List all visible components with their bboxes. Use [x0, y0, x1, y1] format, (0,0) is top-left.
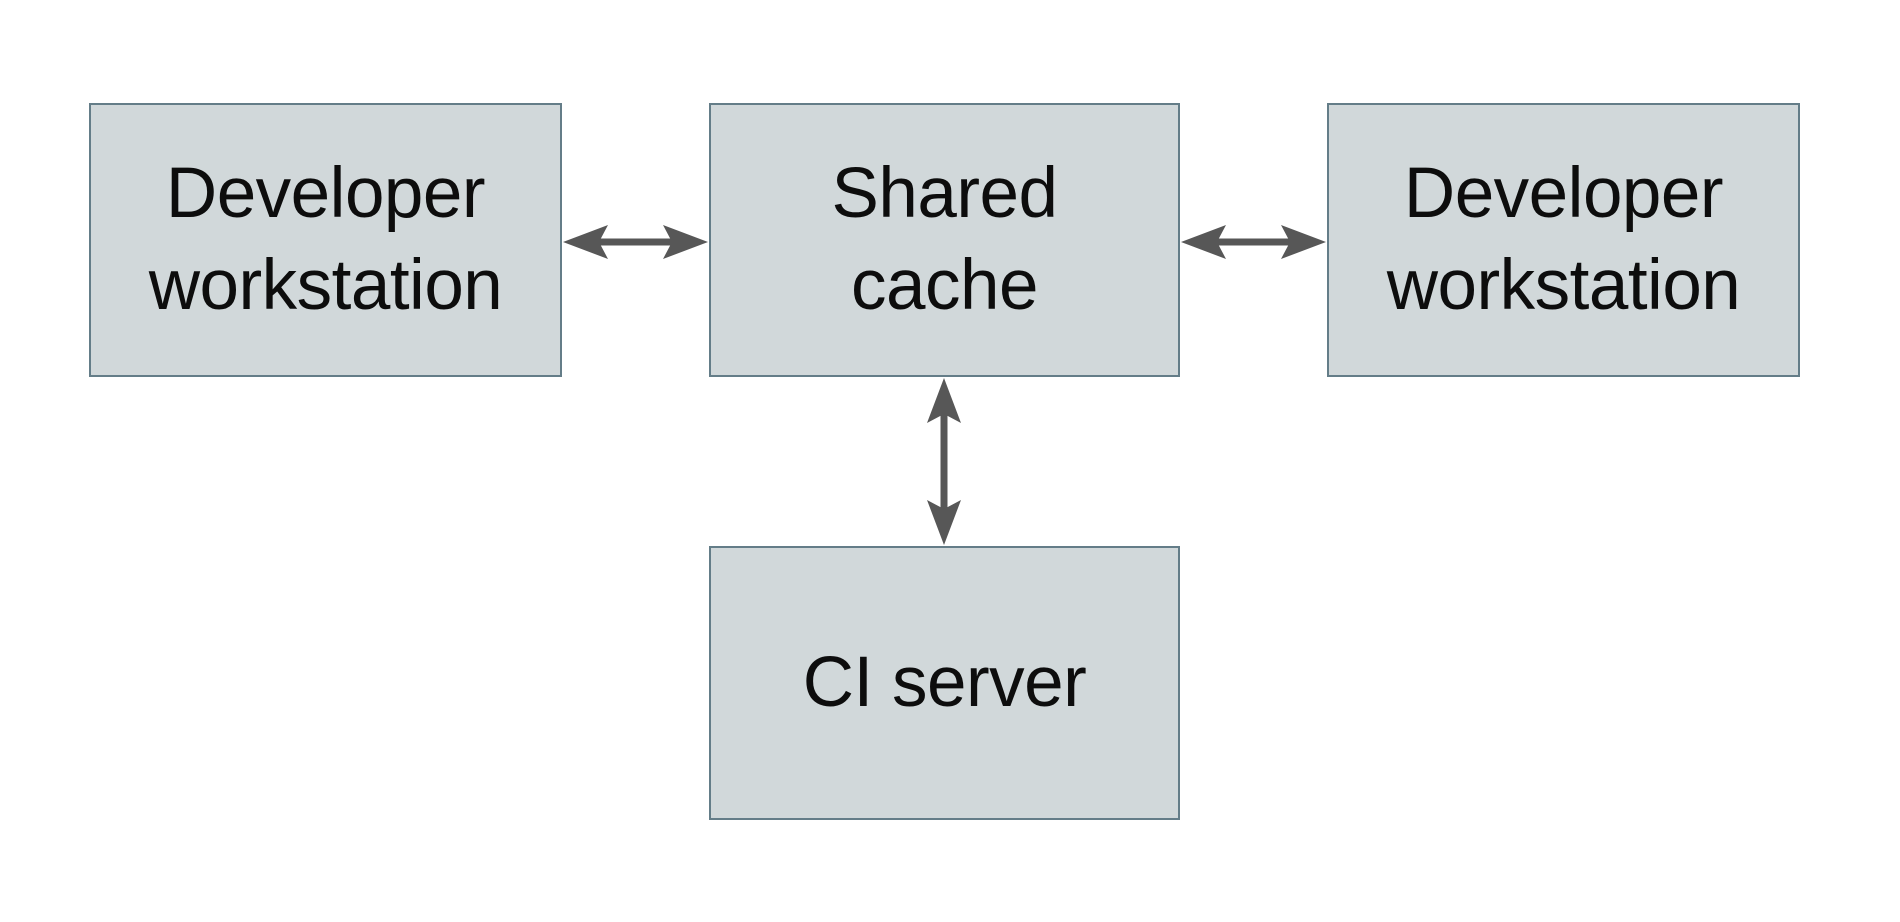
node-shared-cache-label: Shared cache — [831, 153, 1058, 325]
node-shared-cache: Shared cache — [709, 103, 1180, 377]
bidirectional-arrow-icon-cache-ci-server — [927, 378, 961, 545]
bidirectional-arrow-icon-left-workstation-cache — [563, 225, 708, 259]
node-developer-workstation-right-label: Developer workstation — [1386, 153, 1741, 325]
bidirectional-arrow-icon-cache-right-workstation — [1181, 225, 1326, 259]
node-developer-workstation-left: Developer workstation — [89, 103, 562, 377]
node-ci-server: CI server — [709, 546, 1180, 820]
node-developer-workstation-left-label: Developer workstation — [148, 153, 503, 325]
node-ci-server-label: CI server — [802, 642, 1087, 722]
node-developer-workstation-right: Developer workstation — [1327, 103, 1800, 377]
